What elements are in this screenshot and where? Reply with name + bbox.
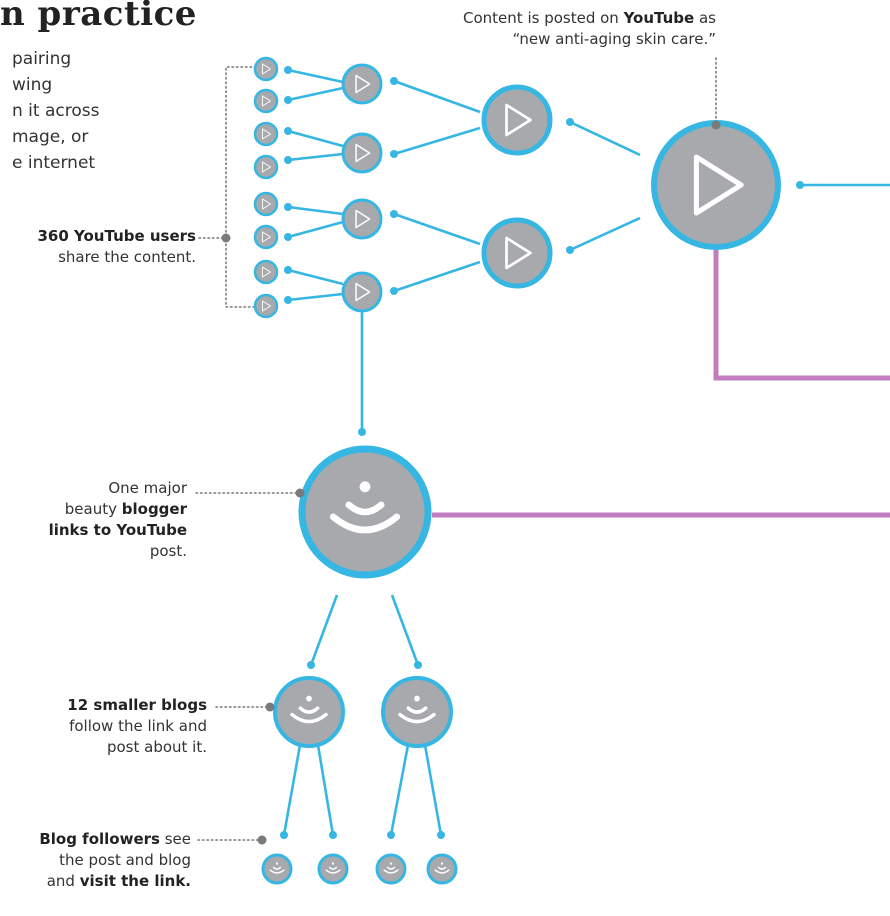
label-text: follow the link and <box>69 717 207 735</box>
label-text: One major <box>108 479 187 497</box>
youtube-user-node <box>253 121 279 147</box>
label-text: beauty <box>64 500 122 518</box>
share-node <box>341 63 383 105</box>
youtube-user-node <box>253 56 279 82</box>
youtube-user-node <box>253 224 279 250</box>
smaller-blog-node <box>273 676 345 748</box>
relay-node <box>481 84 553 156</box>
blog-follower-node <box>317 853 349 885</box>
intro-text: pairing wing n it across mage, or e inte… <box>12 46 212 176</box>
blog-follower-nodes <box>261 853 458 885</box>
connector-main-to-right <box>713 228 890 381</box>
label-text: Content is posted on <box>463 9 624 27</box>
blog-follower-node <box>375 853 407 885</box>
youtube-user-node <box>253 88 279 114</box>
intro-line: n it across <box>12 101 100 121</box>
label-bold-text: blogger <box>121 500 187 518</box>
label-text: share the content. <box>58 248 196 266</box>
blog-follower-node <box>426 853 458 885</box>
smaller-blog-node <box>381 676 453 748</box>
youtube-user-node <box>253 293 279 319</box>
intro-line: mage, or <box>12 127 89 147</box>
leader-lines <box>195 57 717 841</box>
intro-line: pairing <box>12 49 72 69</box>
youtube-user-node <box>253 154 279 180</box>
label-bold-text: visit the link. <box>79 872 191 890</box>
label-text: the post and blog <box>59 851 191 869</box>
label-bold-text: Blog followers <box>39 830 160 848</box>
label-youtube-users: 360 YouTube users share the content. <box>37 226 196 268</box>
bracket-youtube-users <box>225 66 257 308</box>
relay-node <box>481 217 553 289</box>
label-smaller-blogs: 12 smaller blogs follow the link and pos… <box>67 695 207 758</box>
youtube-user-node <box>253 191 279 217</box>
share-nodes <box>341 63 383 313</box>
label-bold-text: links to YouTube <box>48 521 187 539</box>
label-bold-text: 12 smaller blogs <box>67 696 207 714</box>
major-blogger-node <box>298 445 432 579</box>
share-node <box>341 132 383 174</box>
relay-nodes <box>481 84 553 289</box>
label-bold-text: 360 YouTube users <box>37 227 196 245</box>
share-node <box>341 198 383 240</box>
label-text: post about it. <box>106 738 207 756</box>
label-text: and <box>46 872 80 890</box>
youtube-user-node <box>253 259 279 285</box>
main-youtube-node <box>651 120 781 250</box>
label-text: “new anti-aging skin care.” <box>512 30 716 48</box>
intro-line: e internet <box>12 153 96 173</box>
smaller-blog-nodes <box>273 676 453 748</box>
pink-connectors <box>432 228 890 518</box>
label-youtube-post: Content is posted on YouTube as “new ant… <box>463 8 716 50</box>
page-heading: n practice <box>0 0 197 34</box>
intro-line: wing <box>12 75 53 95</box>
connector-dots <box>280 66 804 839</box>
blue-connectors <box>282 68 890 836</box>
label-blog-followers: Blog followers see the post and blog and… <box>39 829 191 892</box>
label-major-blogger: One major beauty blogger links to YouTub… <box>49 478 187 562</box>
blog-follower-node <box>261 853 293 885</box>
label-bold-text: YouTube <box>623 9 695 27</box>
leader-endpoints <box>221 120 721 845</box>
label-text: post. <box>149 542 187 560</box>
youtube-user-nodes <box>253 56 279 319</box>
share-node <box>341 271 383 313</box>
label-text: as <box>694 9 716 27</box>
label-text: see <box>159 830 191 848</box>
